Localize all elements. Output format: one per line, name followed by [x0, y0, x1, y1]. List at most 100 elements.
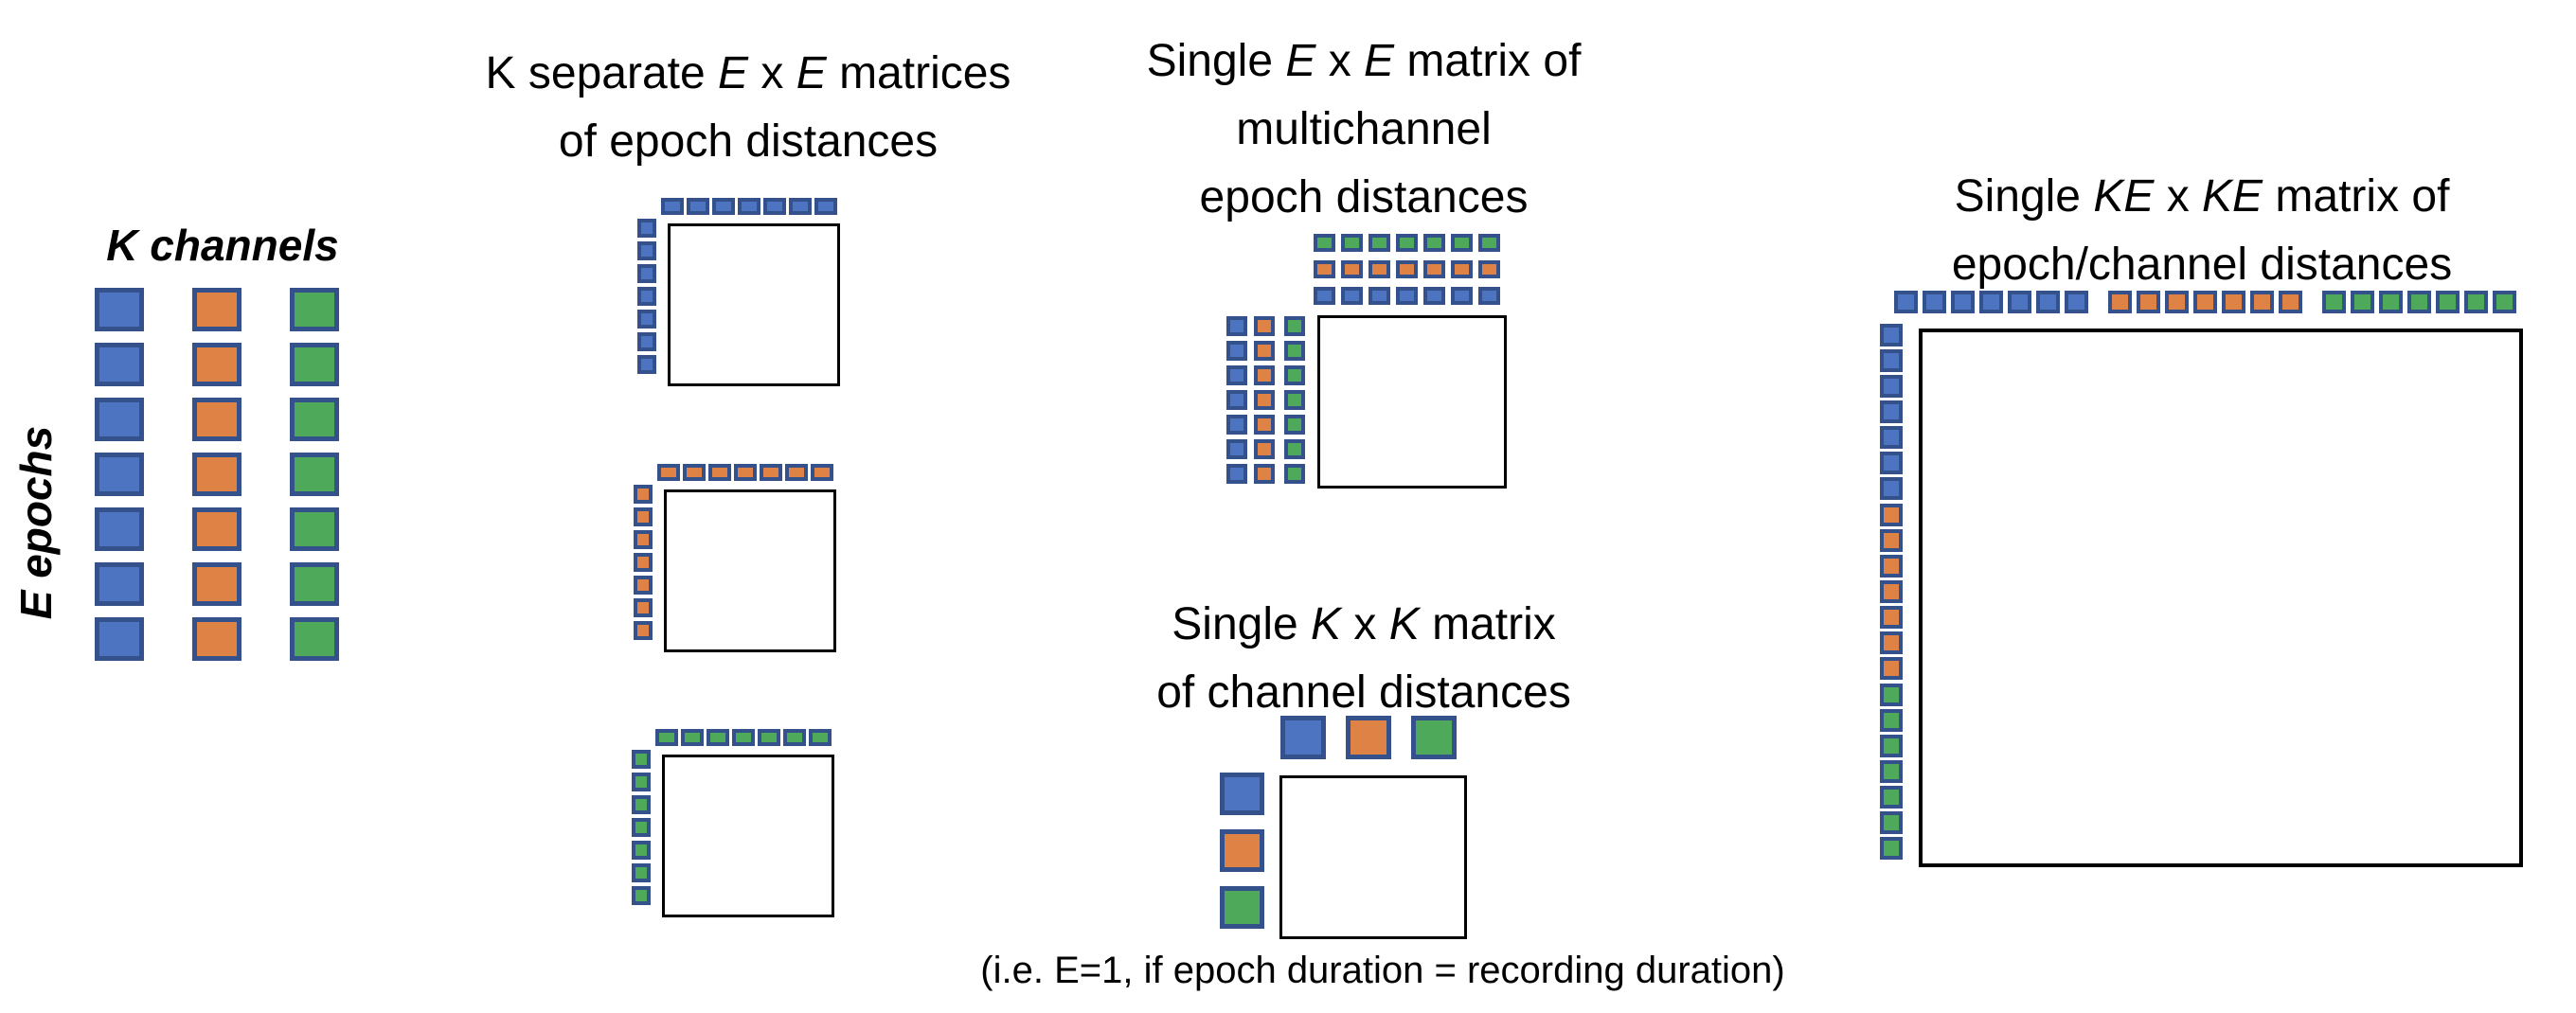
green-channel-square: [1284, 316, 1305, 336]
blue-epoch-group: [1894, 291, 2088, 313]
title-text: Single: [1954, 171, 2094, 222]
blue-epoch-group: [1880, 324, 1903, 500]
title-text: of channel distances: [1156, 667, 1571, 718]
orange-channel-square: [1314, 260, 1335, 278]
distance-matrix-box: [1279, 775, 1467, 939]
blue-channel-square: [637, 219, 656, 238]
math-variable: KE: [2202, 171, 2263, 222]
green-channel-square: [1880, 709, 1903, 732]
epoch-distance-matrix-3: [624, 720, 842, 921]
orange-channel-square: [1880, 631, 1903, 654]
blue-channel-square: [637, 355, 656, 374]
blue-channel-square: [1979, 291, 2003, 313]
green-channel-square: [809, 729, 832, 746]
orange-channel-square: [1254, 464, 1275, 484]
math-variable: K: [1388, 599, 1420, 649]
title-text: multichannel: [1236, 104, 1492, 154]
green-channel-square: [1880, 811, 1903, 834]
k-channels-label: K channels: [106, 221, 339, 270]
blue-channel-square: [1280, 716, 1326, 759]
green-channel-square: [290, 343, 339, 386]
green-channel-square: [732, 729, 755, 746]
matrix-top-row-squares: [1314, 287, 1500, 305]
orange-channel-square: [192, 507, 242, 551]
orange-channel-square: [1220, 829, 1264, 872]
matrix-top-row-squares: [1314, 234, 1500, 252]
green-channel-square: [1451, 234, 1473, 252]
title-text: Single: [1172, 599, 1312, 649]
math-variable: E: [796, 48, 827, 98]
orange-channel-square: [1254, 365, 1275, 385]
orange-channel-square: [2108, 291, 2132, 313]
green-channel-square: [1880, 786, 1903, 809]
blue-channel-square: [712, 198, 735, 215]
blue-channel-square: [1880, 452, 1903, 474]
green-channel-square: [632, 841, 651, 860]
orange-channel-square: [1880, 529, 1903, 552]
title-text: x: [748, 48, 796, 98]
green-channel-square: [1478, 234, 1500, 252]
green-channel-square: [632, 886, 651, 905]
distance-matrix-box: [1317, 315, 1507, 489]
matrix-top-epoch-squares: [661, 198, 837, 215]
orange-channel-square: [811, 464, 833, 481]
orange-channel-square: [2279, 291, 2302, 313]
distance-matrix-box: [668, 223, 840, 386]
orange-channel-square: [785, 464, 808, 481]
green-epoch-group: [1880, 684, 1903, 860]
epoch-distance-matrix-2: [626, 455, 844, 656]
green-channel-square: [1284, 365, 1305, 385]
blue-channel-square: [1951, 291, 1975, 313]
green-channel-square: [1220, 886, 1264, 929]
green-channel-square: [632, 863, 651, 882]
title-text: matrix: [1419, 599, 1556, 649]
green-channel-square: [2379, 291, 2403, 313]
orange-channel-square: [1880, 606, 1903, 629]
blue-channel-square: [1880, 400, 1903, 423]
matrix-side-epoch-squares: [634, 485, 653, 640]
green-channel-square: [1314, 234, 1335, 252]
green-channel-square: [2436, 291, 2460, 313]
epoch-distance-matrix-1: [630, 189, 848, 390]
green-channel-square: [1423, 234, 1445, 252]
blue-channel-square: [637, 264, 656, 283]
title-text: K separate: [485, 48, 719, 98]
title-text: Single: [1146, 36, 1286, 86]
green-channel-square: [1880, 837, 1903, 860]
blue-channel-square: [1226, 365, 1247, 385]
matrix-side-col-squares: [1254, 316, 1275, 484]
green-channel-square: [1284, 464, 1305, 484]
blue-channel-square: [738, 198, 760, 215]
distance-matrix-box: [662, 755, 834, 917]
orange-channel-square: [734, 464, 757, 481]
blue-channel-square: [687, 198, 709, 215]
orange-channel-square: [1341, 260, 1363, 278]
green-channel-square: [2493, 291, 2516, 313]
orange-channel-square: [192, 398, 242, 441]
channel-epoch-data-grid: [95, 288, 339, 661]
title-line: epoch distances: [1089, 164, 1638, 232]
title-text: matrix of: [2263, 171, 2450, 222]
matrix-side-epoch-channel-squares: [1880, 324, 1903, 860]
green-channel-square: [1880, 760, 1903, 783]
blue-channel-square: [1894, 291, 1918, 313]
matrix-side-channel-squares: [1220, 773, 1264, 929]
orange-channel-square: [1254, 390, 1275, 410]
title-line: Single KE x KE matrix of: [1894, 163, 2510, 231]
orange-channel-square: [1880, 555, 1903, 578]
blue-channel-square: [1226, 316, 1247, 336]
math-variable: K: [1311, 599, 1342, 649]
blue-channel-square: [637, 287, 656, 306]
orange-channel-square: [634, 553, 653, 572]
e-epochs-label: E epochs: [11, 425, 61, 620]
orange-channel-square: [192, 453, 242, 496]
orange-channel-square: [1880, 657, 1903, 680]
blue-channel-square: [95, 288, 144, 331]
orange-channel-square: [2193, 291, 2217, 313]
orange-channel-square: [634, 576, 653, 595]
title-text: of epoch distances: [558, 116, 939, 167]
blue-channel-square: [1880, 349, 1903, 372]
